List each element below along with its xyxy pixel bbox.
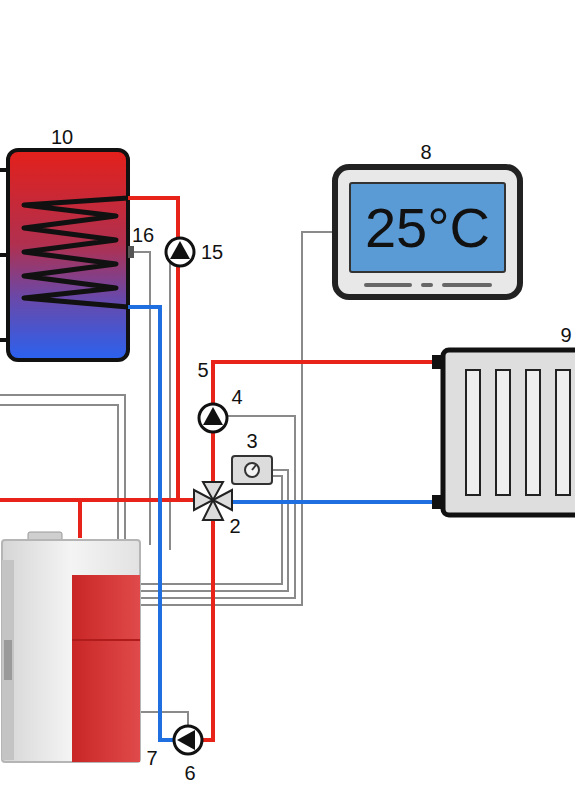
thermostat-button [366,283,410,287]
radiator-fin [496,370,510,495]
actuator-dial [245,463,259,477]
mixing-valve [194,482,232,520]
tank-coil [24,198,128,307]
pump-arrow [177,730,195,750]
pump [199,404,227,432]
boiler-return-hot [202,512,213,740]
pump-casing [199,404,227,432]
radiator-body [443,350,575,515]
room-thermostat [335,167,520,297]
control-wire [0,395,125,545]
callout-number: 6 [184,763,195,783]
hot-water-tank [0,150,134,360]
callout-number: 2 [229,516,240,536]
thermostat-wire [140,232,335,605]
pump-arrow [203,407,223,425]
control-wire [0,405,118,545]
pump-wire [169,260,171,550]
boiler-seam [72,639,140,641]
radiator-fin [556,370,570,495]
boiler-front [72,575,140,762]
boiler-body [2,540,140,762]
callout-number: 16 [132,225,154,245]
boiler-handle [4,640,12,680]
pump-casing [166,238,194,266]
thermostat-display: 25°C [350,183,505,272]
callout-number: 9 [560,325,571,345]
thermostat-housing [335,167,520,297]
radiator-fin [526,370,540,495]
callout-number: 10 [51,127,73,147]
callout-number: 8 [420,142,431,162]
radiator-supply [213,362,436,488]
pump-wire [140,712,188,726]
callout-number: 5 [197,360,208,380]
tank-body [8,150,128,360]
callout-number: 15 [201,242,223,262]
callout-number: 4 [231,387,242,407]
pump-casing [174,726,202,754]
callout-number: 3 [246,431,257,451]
valve-actuator [232,456,272,484]
pump-arrow [170,241,190,259]
pump-wire [140,416,295,598]
actuator-box [232,456,272,484]
thermostat-button [444,283,490,287]
pump [174,726,202,754]
valve-body [203,482,223,500]
boiler [2,532,140,762]
callout-number: 7 [146,748,157,768]
pump [166,238,194,266]
temperature-sensor [128,246,134,258]
radiator-fins [466,370,570,495]
valve-body [203,500,223,520]
radiator-fin [466,370,480,495]
boiler-riser [78,500,82,538]
thermostat-screen [350,183,505,272]
boiler-side [2,560,14,760]
thermostat-button [423,283,431,287]
radiator-return [224,500,436,504]
temperature-readout: 25°C [365,200,490,256]
radiator [432,350,575,515]
supply-pipe [0,498,196,502]
actuator-needle [252,465,256,470]
